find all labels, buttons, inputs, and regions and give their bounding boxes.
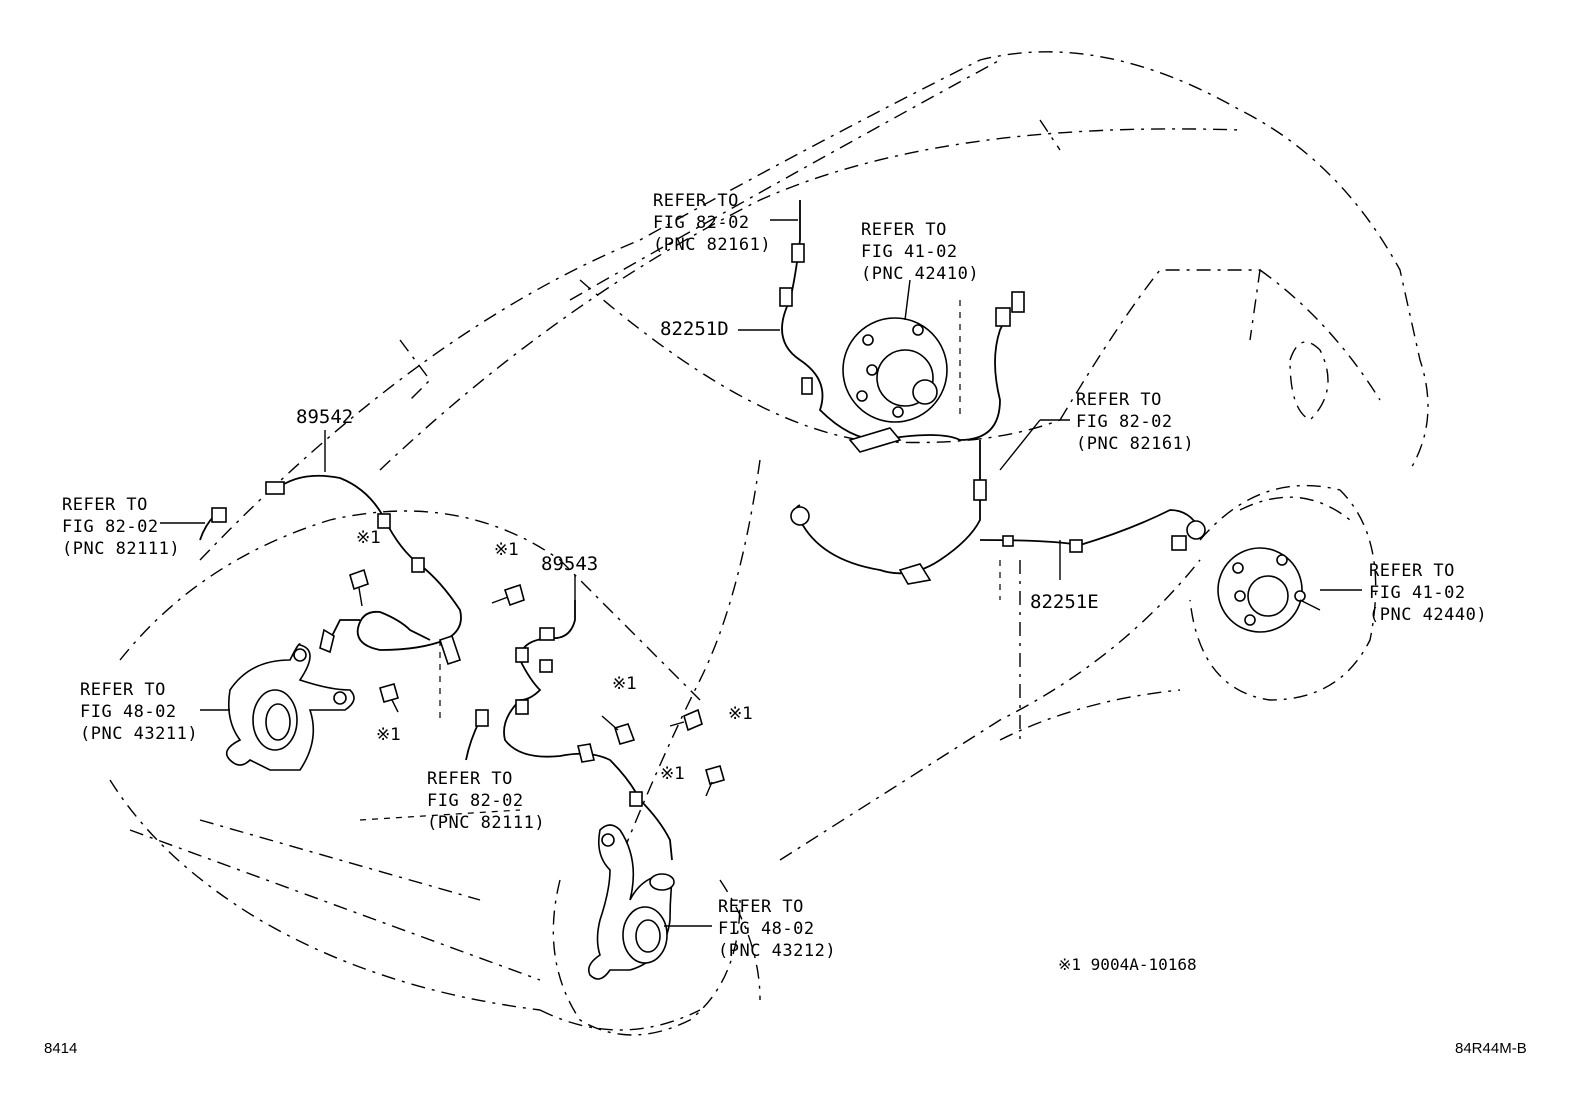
wire-89543 xyxy=(465,600,673,861)
wire-89542 xyxy=(199,474,462,666)
bolt-marker: ※1 xyxy=(376,725,402,745)
reference-callout-43212: REFER TO FIG 48-02 (PNC 43212) xyxy=(718,897,837,961)
rear-wheel-outline xyxy=(1189,341,1377,701)
knuckle-43211 xyxy=(225,643,355,771)
bolt-marker: ※1 xyxy=(356,528,382,548)
part-number-89542: 89542 xyxy=(296,406,354,428)
knuckle-43212 xyxy=(587,824,675,980)
leader-lines xyxy=(160,219,1362,927)
bolt-marker: ※1 xyxy=(660,764,686,784)
page-number: 8414 xyxy=(44,1040,78,1057)
wire-82251d xyxy=(779,200,1025,453)
front-wheel-outline xyxy=(359,300,1001,1036)
reference-callout-82161-mid: REFER TO FIG 82-02 (PNC 82161) xyxy=(1076,390,1195,454)
bolt-marker: ※1 xyxy=(494,540,520,560)
reference-callout-82111-center: REFER TO FIG 82-02 (PNC 82111) xyxy=(427,769,546,833)
part-number-89543: 89543 xyxy=(541,553,599,575)
reference-callout-42410: REFER TO FIG 41-02 (PNC 42410) xyxy=(861,220,980,284)
bolt-part-note: ※1 9004A-10168 xyxy=(1058,955,1197,974)
reference-callout-82161-top: REFER TO FIG 82-02 (PNC 82161) xyxy=(653,191,772,255)
rear-hub-42440 xyxy=(1217,547,1321,633)
figure-code: 84R44M-B xyxy=(1455,1040,1527,1057)
bolt-marker: ※1 xyxy=(728,704,754,724)
reference-callout-43211: REFER TO FIG 48-02 (PNC 43211) xyxy=(80,680,199,744)
reference-callout-42440: REFER TO FIG 41-02 (PNC 42440) xyxy=(1369,561,1488,625)
rear-hub-42410 xyxy=(842,317,948,423)
bolts-9004a xyxy=(349,568,725,797)
reference-callout-82111-left: REFER TO FIG 82-02 (PNC 82111) xyxy=(62,495,181,559)
part-number-82251e: 82251E xyxy=(1030,591,1099,613)
bolt-marker: ※1 xyxy=(612,674,638,694)
wire-82251e xyxy=(790,440,1206,585)
part-number-82251d: 82251D xyxy=(660,318,729,340)
vehicle-body-outline xyxy=(109,51,1429,1031)
